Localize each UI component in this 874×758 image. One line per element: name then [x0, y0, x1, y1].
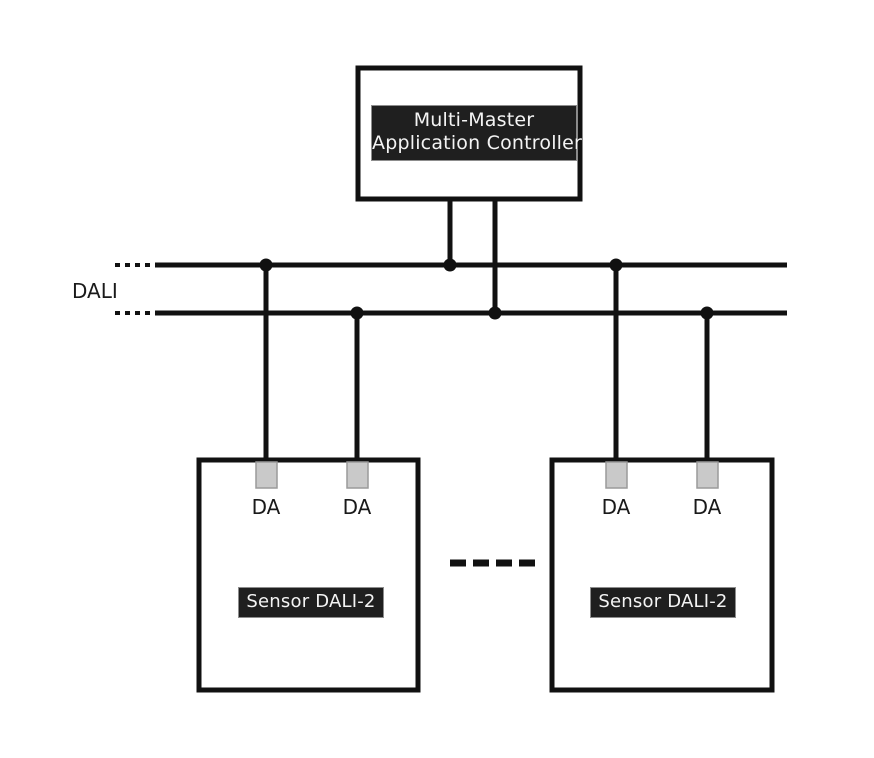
controller-label-line-2: Application Controller	[372, 132, 583, 155]
sensor-label-left: Sensor DALI-2	[238, 587, 384, 618]
sensor-box-right	[549, 457, 775, 693]
sensor-label-right: Sensor DALI-2	[590, 587, 736, 618]
bus-name-label: DALI	[72, 279, 118, 303]
terminal-label-right-2: DA	[692, 495, 722, 519]
junction-dot-controller-1	[443, 258, 457, 272]
terminal-label-left-2: DA	[342, 495, 372, 519]
junction-dot-sensor-left-2	[350, 306, 364, 320]
controller-label-line-1: Multi-Master	[413, 109, 535, 131]
junction-dot-sensor-right-1	[609, 258, 623, 272]
terminal-block-right-2	[696, 461, 719, 489]
terminal-label-right-1: DA	[601, 495, 631, 519]
terminal-label-left-1: DA	[251, 495, 281, 519]
junction-dot-sensor-right-2	[700, 306, 714, 320]
sensor-box-left	[196, 457, 421, 693]
terminal-block-left-2	[346, 461, 369, 489]
junction-dot-controller-2	[488, 306, 502, 320]
terminal-block-right-1	[605, 461, 628, 489]
junction-dot-sensor-left-1	[259, 258, 273, 272]
terminal-block-left-1	[255, 461, 278, 489]
